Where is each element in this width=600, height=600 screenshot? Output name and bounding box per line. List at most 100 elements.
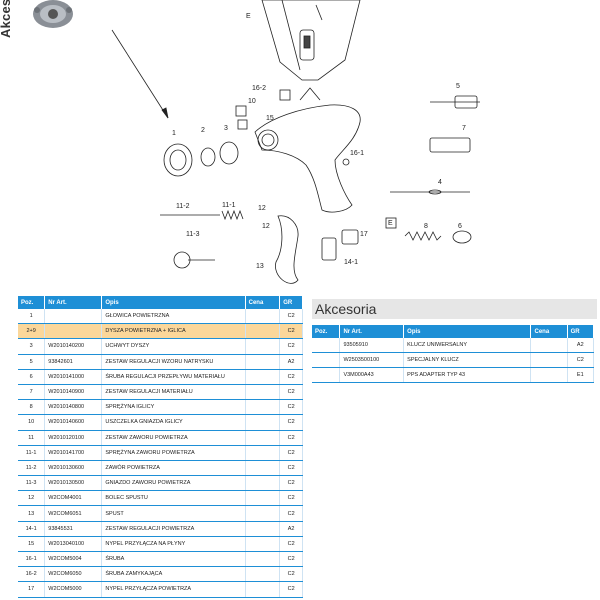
parts-cell-nr: W2010141000 <box>44 369 103 385</box>
spray-gun-drawing: E 1 2 3 16-2 10 15 5 7 16-1 4 E 8 6 11-2… <box>111 0 480 284</box>
callout-7: 7 <box>462 125 466 132</box>
accessory-cell-poz <box>312 338 341 353</box>
parts-cell-nr: W2010130500 <box>44 475 103 492</box>
parts-table: Poz. Nr Art. Opis Cena GR 1 GŁOWICA POWIE… <box>18 296 303 598</box>
parts-cell-gr: C2 <box>279 399 303 416</box>
callout-16-1: 16-1 <box>350 150 364 157</box>
callout-8: 8 <box>424 223 428 230</box>
parts-cell-cena <box>245 505 281 522</box>
parts-cell-poz: 17 <box>18 581 46 598</box>
parts-cell-poz: 11-3 <box>18 475 46 492</box>
parts-cell-gr: A2 <box>279 521 303 537</box>
parts-cell-nr: W2COM4001 <box>44 490 103 507</box>
parts-cell-cena <box>245 309 281 325</box>
parts-cell-nr: W2COM5000 <box>44 581 103 598</box>
parts-cell-nr: W2010140600 <box>44 414 103 431</box>
callout-10: 10 <box>248 98 256 105</box>
parts-cell-poz: 3 <box>18 338 46 355</box>
parts-cell-opis: NYPEL PRZYŁĄCZA NA PŁYNY <box>101 536 246 553</box>
parts-cell-gr: C2 <box>279 581 303 598</box>
callout-1: 1 <box>172 130 176 137</box>
parts-cell-cena <box>245 460 281 477</box>
parts-cell-opis: ZAWÓR POWIETRZA <box>101 460 246 477</box>
header-poz: Poz. <box>18 296 46 309</box>
accessories-title: Akcesoria <box>312 299 597 319</box>
parts-cell-poz: 6 <box>18 369 46 385</box>
parts-cell-gr: C2 <box>279 475 303 492</box>
parts-cell-opis: SPUST <box>101 505 246 522</box>
parts-table-header: Poz. Nr Art. Opis Cena GR <box>18 296 303 309</box>
parts-cell-poz: 8 <box>18 399 46 416</box>
parts-cell-poz: 1 <box>18 309 46 325</box>
parts-cell-cena <box>245 581 281 598</box>
parts-cell-cena <box>245 354 281 370</box>
parts-cell-opis: SPRĘŻYNA IGLICY <box>101 399 246 416</box>
acc-header-cena: Cena <box>530 325 568 338</box>
parts-cell-gr: A2 <box>279 354 303 370</box>
callout-5: 5 <box>456 83 460 90</box>
callout-4: 4 <box>438 179 442 186</box>
parts-cell-gr: C2 <box>279 309 303 325</box>
parts-cell-cena <box>245 475 281 492</box>
parts-cell-nr: W2010120100 <box>44 430 103 446</box>
parts-cell-opis: GNIAZDO ZAWORU POWIETRZA <box>101 475 246 492</box>
parts-cell-cena <box>245 566 281 583</box>
callout-12b: 12 <box>262 223 270 230</box>
header-gr: GR <box>279 296 303 309</box>
parts-cell-nr: W2010140200 <box>44 338 103 355</box>
callout-6: 6 <box>458 223 462 230</box>
parts-cell-opis: USZCZELKA GNIAZDA IGLICY <box>101 414 246 431</box>
parts-cell-nr: W2010130600 <box>44 460 103 477</box>
parts-cell-cena <box>245 445 281 461</box>
parts-cell-gr: C2 <box>279 536 303 553</box>
parts-cell-opis: ZESTAW REGULACJI WZORU NATRYSKU <box>101 354 246 370</box>
parts-cell-nr: W2013040100 <box>44 536 103 553</box>
callout-11-3: 11-3 <box>186 231 200 238</box>
callout-11-2: 11-2 <box>176 203 190 210</box>
callout-2: 2 <box>201 127 205 134</box>
parts-cell-opis: NYPEL PRZYŁĄCZA POWIETRZA <box>101 581 246 598</box>
accessory-cell-gr: C2 <box>567 352 595 368</box>
parts-cell-cena <box>245 384 281 401</box>
parts-cell-poz: 16-2 <box>18 566 46 583</box>
callout-3: 3 <box>224 125 228 132</box>
callout-12a: 12 <box>258 205 266 212</box>
parts-cell-nr: W2COM5004 <box>44 551 103 568</box>
parts-cell-poz: 12 <box>18 490 46 507</box>
parts-cell-nr <box>44 309 103 325</box>
callout-13: 13 <box>256 263 264 270</box>
parts-cell-opis: ZESTAW REGULACJI POWIETRZA <box>101 521 246 537</box>
parts-cell-cena <box>245 338 281 355</box>
parts-cell-cena <box>245 551 281 568</box>
accessories-table-header: Poz. Nr Art. Opis Cena GR <box>312 325 595 338</box>
callout-E-top: E <box>246 13 251 20</box>
parts-cell-cena <box>245 490 281 507</box>
product-photo <box>33 0 73 28</box>
parts-cell-opis: GŁOWICA POWIETRZNA <box>101 309 246 325</box>
callout-14-1: 14-1 <box>344 259 358 266</box>
header-cena: Cena <box>245 296 281 309</box>
parts-cell-poz: 7 <box>18 384 46 401</box>
callout-16-2: 16-2 <box>252 85 266 92</box>
parts-cell-gr: C2 <box>279 430 303 446</box>
parts-cell-poz: 5 <box>18 354 46 370</box>
parts-cell-cena <box>245 369 281 385</box>
parts-cell-cena <box>245 536 281 553</box>
parts-row: 1 GŁOWICA POWIETRZNA C2 <box>18 309 303 325</box>
parts-cell-nr: W2010141700 <box>44 445 103 461</box>
parts-cell-poz: 11 <box>18 430 46 446</box>
acc-header-nr-art: Nr Art. <box>339 325 405 338</box>
parts-cell-poz: 11-1 <box>18 445 46 461</box>
parts-cell-poz: 14-1 <box>18 521 46 537</box>
parts-cell-cena <box>245 399 281 416</box>
accessory-cell-cena <box>530 338 568 353</box>
